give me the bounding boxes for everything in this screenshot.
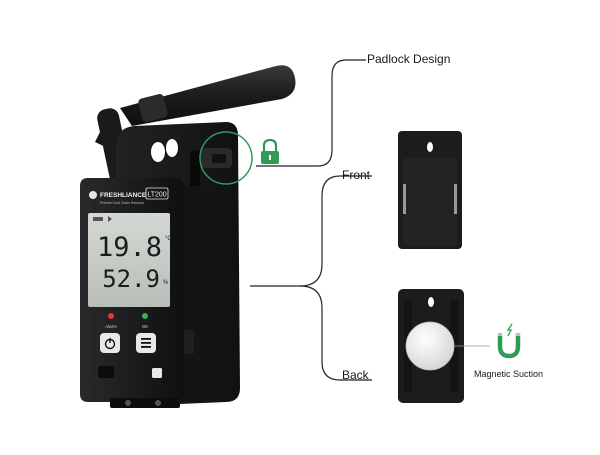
lcd-screen bbox=[88, 213, 170, 307]
back-bracket bbox=[398, 289, 464, 403]
logger-device: FRESHLIANCE Precise Cold Chain Records L… bbox=[80, 65, 296, 408]
alarm-led bbox=[108, 313, 114, 319]
base-mount bbox=[110, 398, 180, 408]
temperature-unit: °C bbox=[165, 236, 172, 242]
ok-label: OK bbox=[142, 324, 149, 329]
magnet-icon bbox=[497, 323, 521, 359]
menu-button[interactable] bbox=[136, 333, 156, 353]
humidity-unit: % bbox=[163, 280, 169, 286]
front-bracket bbox=[398, 131, 462, 249]
padlock-highlight-circle bbox=[199, 131, 253, 185]
padlock-design-label: Padlock Design bbox=[367, 52, 451, 66]
padlock-callout-line bbox=[256, 59, 366, 167]
brand-subtitle: Precise Cold Chain Records bbox=[100, 201, 144, 205]
power-button[interactable] bbox=[100, 333, 120, 353]
sensor-window bbox=[98, 366, 114, 378]
lcd-status-icons bbox=[93, 216, 112, 222]
front-callout-line bbox=[250, 175, 372, 287]
alarm-label: Alarm bbox=[105, 324, 117, 329]
padlock-icon bbox=[261, 138, 279, 164]
humidity-readout: 52.9 bbox=[102, 265, 160, 293]
menu-icon bbox=[141, 338, 151, 348]
reset-button[interactable] bbox=[152, 368, 162, 378]
front-label: Front bbox=[342, 168, 371, 182]
brand-logo-icon bbox=[89, 191, 97, 199]
back-callout-line bbox=[299, 285, 372, 381]
brand-name: FRESHLIANCE bbox=[100, 192, 147, 199]
back-label: Back bbox=[342, 368, 369, 382]
magnetic-suction-label: Magnetic Suction bbox=[474, 369, 544, 379]
ok-led bbox=[142, 313, 148, 319]
temperature-readout: 19.8 bbox=[97, 232, 162, 263]
model-badge: LT200 bbox=[147, 192, 166, 199]
magnet-disc bbox=[406, 322, 454, 370]
